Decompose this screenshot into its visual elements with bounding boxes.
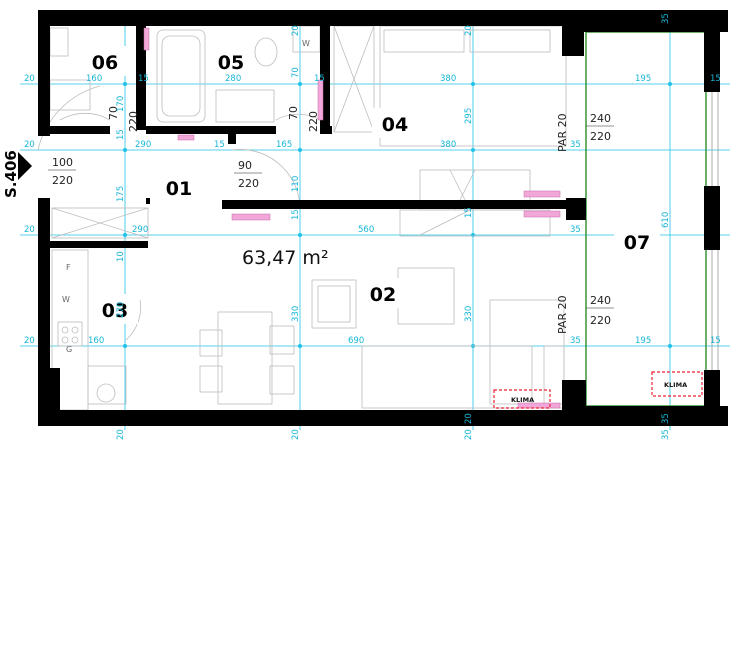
dimension: 20 <box>24 225 35 235</box>
dimension: 20 <box>24 140 35 150</box>
dimension: 70 <box>291 67 301 78</box>
klima-label: KLIMA <box>664 381 687 389</box>
sill-label: PAR 20 <box>556 113 569 152</box>
washer-label: W <box>302 39 310 48</box>
dimension: 195 <box>635 336 651 346</box>
klima-box <box>493 389 551 409</box>
dimension: 380 <box>440 74 456 84</box>
opening-width: 90 <box>238 159 252 172</box>
dimension: 160 <box>86 74 102 84</box>
klima-label: KLIMA <box>511 396 534 404</box>
stair-marker-label: S.406 <box>2 150 20 198</box>
dimension: 15 <box>710 336 721 346</box>
stair-marker: S.406 <box>2 150 32 198</box>
dimension: 10 <box>116 251 126 262</box>
dimension: 20 <box>24 336 35 346</box>
fridge-label: F <box>66 263 71 272</box>
entry-arrow-icon <box>18 152 32 180</box>
dimension: 35 <box>570 225 581 235</box>
dimension-text: 20 160 15 280 70 15 380 195 15 20 290 15… <box>24 13 721 440</box>
dimension: 330 <box>291 306 301 322</box>
dimension: 20 <box>291 429 301 440</box>
room-labels: 06 05 04 01 02 03 07 <box>82 46 660 324</box>
opening-height: 220 <box>127 111 140 132</box>
opening-width: 70 <box>287 106 300 120</box>
dimension: 290 <box>132 225 148 235</box>
dimension: 175 <box>116 186 126 202</box>
opening-height: 220 <box>52 174 73 187</box>
dimension: 15 <box>710 74 721 84</box>
dimension: 280 <box>225 74 241 84</box>
dimension: 380 <box>440 140 456 150</box>
opening-height: 220 <box>307 111 320 132</box>
appliance-letters: W F W G <box>62 39 310 354</box>
dimension: 330 <box>464 306 474 322</box>
dimension: 20 <box>116 429 126 440</box>
dimension: 165 <box>276 140 292 150</box>
dimension: 560 <box>358 225 374 235</box>
opening-width: 240 <box>590 112 611 125</box>
dimension: 15 <box>116 129 126 140</box>
dimension: 290 <box>135 140 151 150</box>
dimension: 20 <box>464 25 474 36</box>
walls <box>38 10 728 426</box>
opening-width: 100 <box>52 156 73 169</box>
dimension: 270 <box>116 302 126 318</box>
dimension: 610 <box>661 212 671 228</box>
dishwasher-label: W <box>62 295 70 304</box>
dimension: 35 <box>661 413 671 424</box>
opening-width: 70 <box>107 106 120 120</box>
room-label-06: 06 <box>92 52 118 74</box>
sill-label: PAR 20 <box>556 295 569 334</box>
dimension: 15 <box>314 74 325 84</box>
dimension: 295 <box>464 108 474 124</box>
balcony-outline <box>585 30 719 410</box>
dimension: 35 <box>570 140 581 150</box>
klima-box <box>651 371 703 397</box>
area-label: 63,47 m² <box>242 247 329 269</box>
stove-label: G <box>66 345 72 354</box>
dimension: 195 <box>635 74 651 84</box>
opening-height: 220 <box>590 314 611 327</box>
room-label-01: 01 <box>166 178 192 200</box>
dimension: 15 <box>214 140 225 150</box>
opening-width: 240 <box>590 294 611 307</box>
dimension: 170 <box>116 96 126 112</box>
dimension: 35 <box>661 13 671 24</box>
dimension: 15 <box>291 209 301 220</box>
room-label-07: 07 <box>624 232 650 254</box>
opening-height: 220 <box>590 130 611 143</box>
room-label-05: 05 <box>218 52 244 74</box>
dimension: 20 <box>24 74 35 84</box>
opening-labels: 100 220 90 220 70 220 70 220 240 220 240… <box>48 106 614 334</box>
room-label-03: 03 <box>102 300 128 322</box>
dimension: 20 <box>464 413 474 424</box>
dimension: 20 <box>464 429 474 440</box>
dimension: 160 <box>88 336 104 346</box>
dimension: 20 <box>291 25 301 36</box>
room-label-04: 04 <box>382 114 408 136</box>
dimension: 15 <box>138 74 149 84</box>
dimension: 35 <box>570 336 581 346</box>
room-label-02: 02 <box>370 284 396 306</box>
dimension: 15 <box>464 207 474 218</box>
opening-height: 220 <box>238 177 259 190</box>
dimension: 35 <box>661 429 671 440</box>
dimension: 690 <box>348 336 364 346</box>
dimension: 110 <box>291 176 301 192</box>
klima-units: KLIMA KLIMA <box>493 371 703 409</box>
